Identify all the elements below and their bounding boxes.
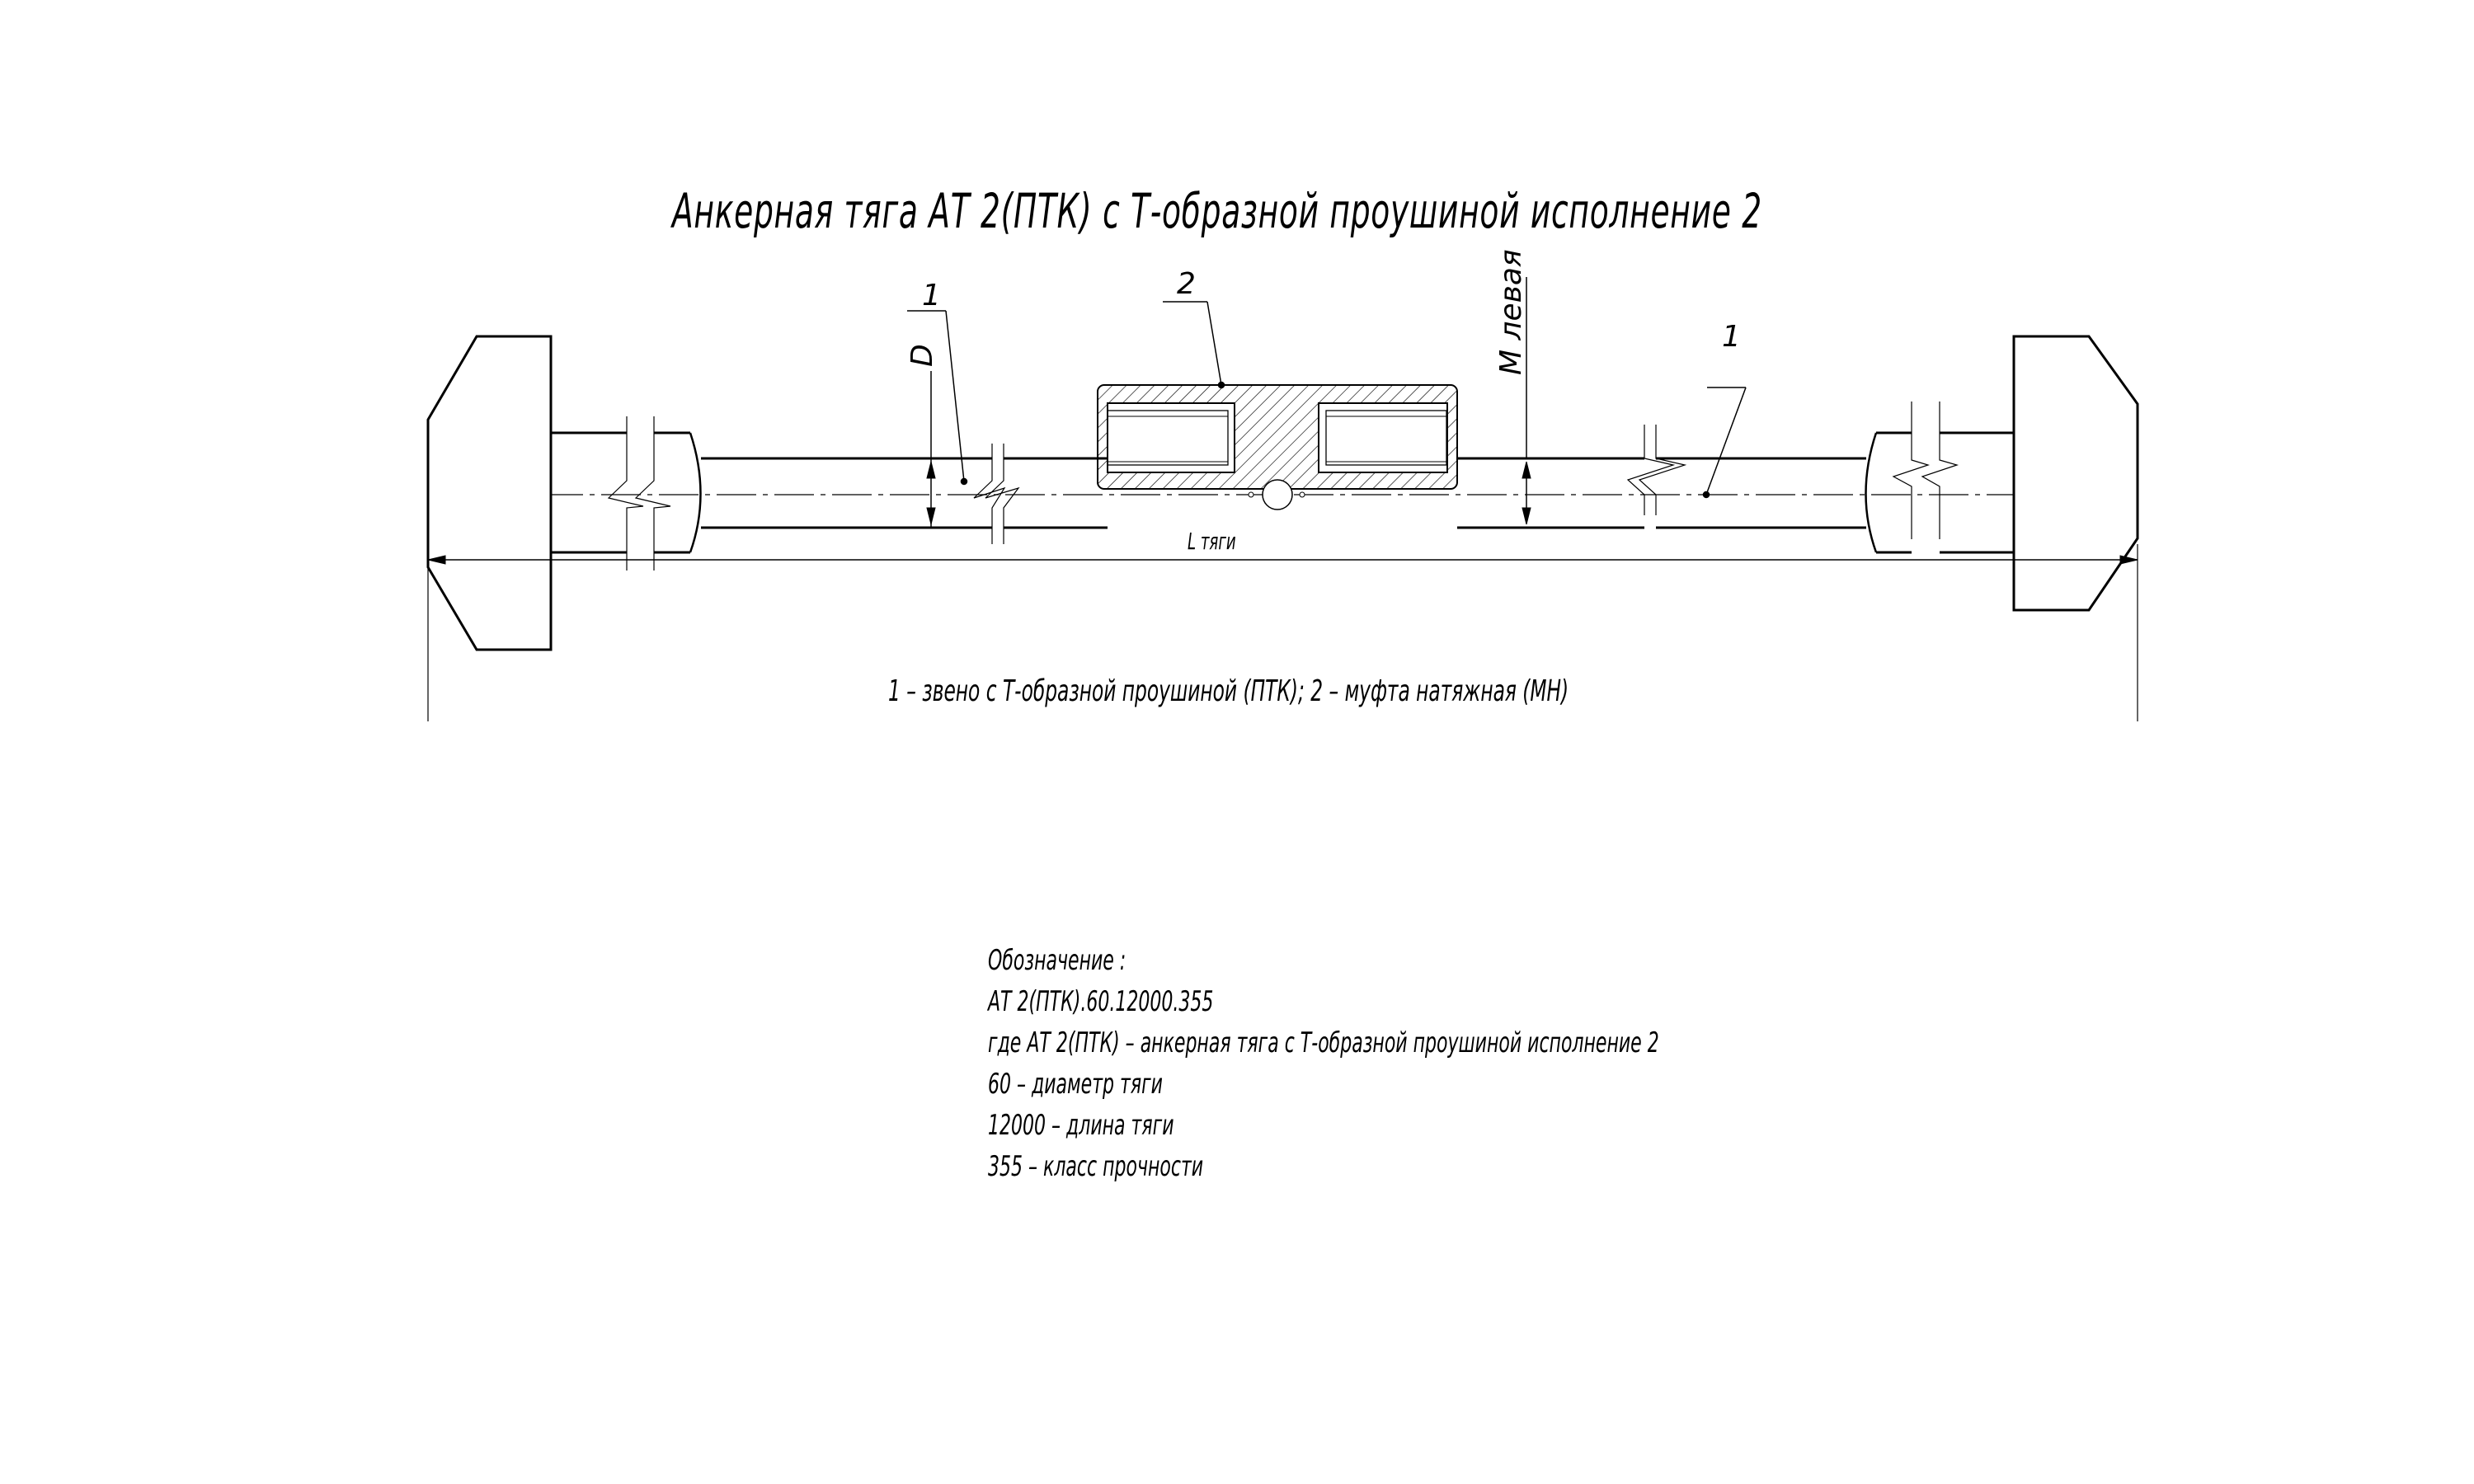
diameter-label: D [905,344,939,367]
callout-1-left-label: 1 [922,279,941,312]
length-dimension [427,544,2138,721]
designation-line: где АТ 2(ПТК) – анкерная тяга с Т-образн… [988,1026,1659,1059]
diameter-dimension [926,371,936,528]
callout-2-label: 2 [1177,267,1196,301]
left-rod [701,457,1108,529]
right-rod [1457,457,1866,529]
right-collar-break [1892,402,1959,539]
drawing-title: Анкерная тяга АТ 2(ПТК) с Т-образной про… [672,183,1762,239]
callout-1-right [1702,387,1747,499]
designation-code: АТ 2(ПТК).60.12000.355 [988,985,1214,1018]
right-t-eye [1865,335,2139,612]
length-label: L тяги [1188,528,1236,555]
designation-line: 12000 – длина тяги [988,1109,1174,1142]
right-rod-break [1626,425,1687,515]
left-t-eye [426,335,702,651]
parts-legend: 1 – звено с Т-образной проушиной (ПТК); … [888,674,1569,708]
callout-2 [1163,301,1225,389]
turnbuckle-coupling [1097,384,1458,510]
left-collar-break [607,416,671,571]
designation-line: 355 – класс прочности [988,1150,1204,1183]
designation-line: 60 – диаметр тяги [988,1068,1163,1101]
left-rod-break [973,444,1020,544]
designation-heading: Обозначение : [988,944,1126,977]
callout-1-left [907,310,968,486]
coupling-hole [1262,479,1293,510]
thread-label: М левая [1494,249,1528,375]
callout-1-right-label: 1 [1722,320,1741,354]
